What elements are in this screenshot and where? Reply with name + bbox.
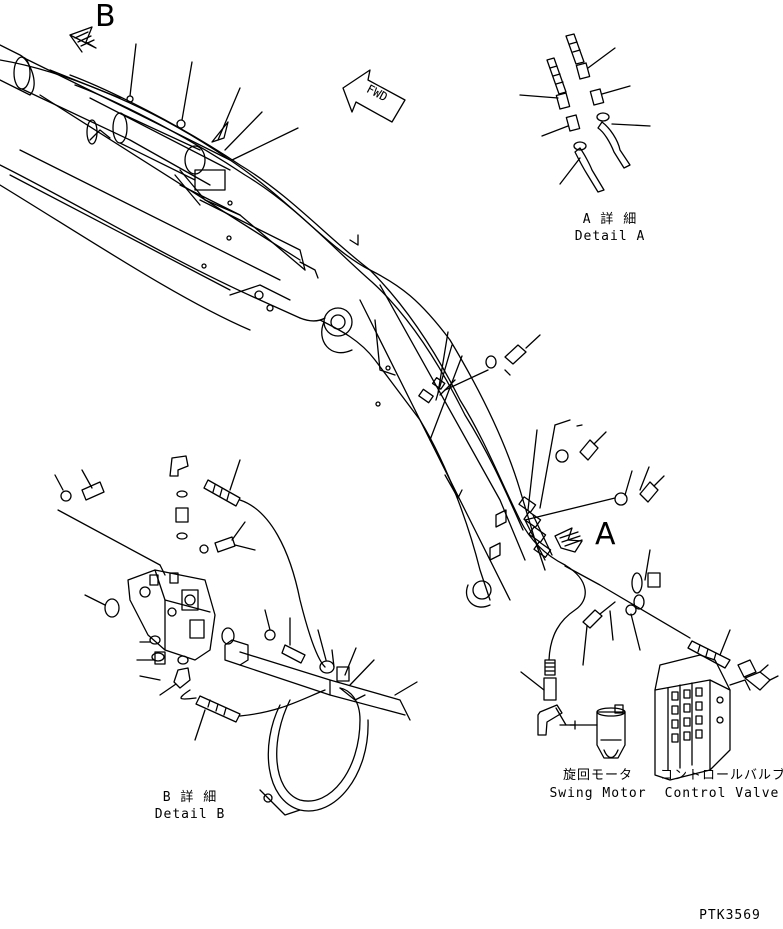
- control-valve-caption-en: Control Valve: [664, 786, 780, 801]
- swing-motor-caption-jp: 旋回モータ: [562, 768, 633, 783]
- swing-motor-caption-en: Swing Motor: [549, 786, 647, 801]
- leader-lines-top: [127, 44, 298, 160]
- detail-a-caption-jp: A 詳 細: [582, 212, 638, 227]
- detail-a-caption-en: Detail A: [574, 229, 646, 244]
- callout-arrow-a: [555, 528, 582, 552]
- detail-b-caption-jp: B 詳 細: [162, 790, 218, 805]
- hose-clamps: [300, 235, 551, 560]
- callout-arrow-b: [70, 27, 96, 52]
- detail-a-fittings: [520, 34, 650, 192]
- detail-b-caption-en: Detail B: [154, 807, 226, 822]
- leader-lines-boom: [430, 332, 664, 520]
- control-valve-caption-jp: コントロールバルブ: [660, 768, 783, 783]
- fwd-arrow: [343, 70, 405, 122]
- swing-motor: [521, 660, 625, 758]
- detail-b-assembly: [55, 456, 417, 815]
- control-valve-body: [655, 655, 778, 780]
- hose-lines: [50, 70, 565, 565]
- boom-cylinder: [0, 45, 305, 270]
- callout-label-a: A: [595, 517, 616, 552]
- boom: [0, 60, 545, 607]
- hose-to-swing-motor: [549, 565, 585, 660]
- drawing-code: PTK3569: [699, 908, 761, 923]
- callout-label-b: B: [95, 0, 116, 34]
- valve-side-parts: [583, 550, 756, 677]
- hose-to-control-valve: [565, 566, 690, 638]
